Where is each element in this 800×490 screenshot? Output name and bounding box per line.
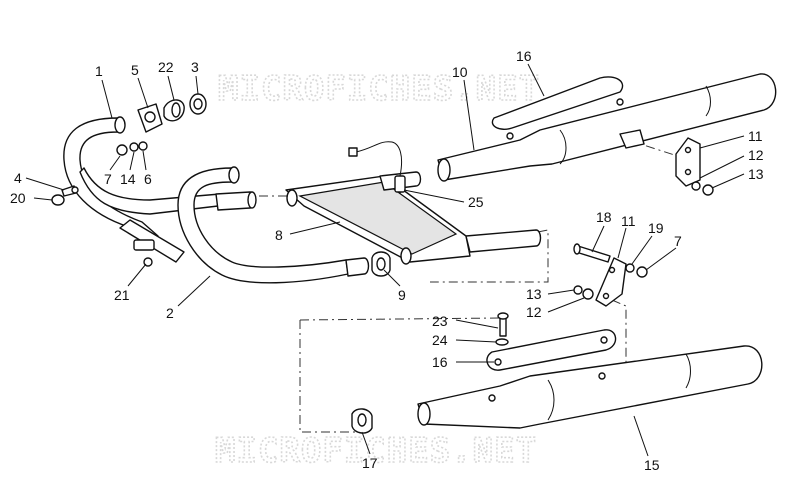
watermark-bottom: MICROFICHES.NET: [215, 431, 537, 471]
silencer-lower-part-15: [417, 345, 763, 429]
callout-1: 1: [95, 63, 103, 79]
washers-parts-13-12-lower: [573, 285, 594, 300]
callout-23: 23: [432, 313, 448, 329]
callout-12-lower: 12: [526, 304, 542, 320]
leader-lines: [25, 63, 745, 457]
callout-9: 9: [398, 287, 406, 303]
callout-5: 5: [131, 62, 139, 78]
bracket-plate-upper-part-16: [491, 76, 624, 140]
clamp-part-21: [133, 239, 155, 267]
callout-6: 6: [144, 171, 152, 187]
callout-11-upper: 11: [748, 128, 763, 144]
callout-21: 21: [114, 287, 130, 303]
washer-part-24: [495, 338, 509, 346]
callout-12-upper: 12: [748, 147, 764, 163]
callout-19: 19: [648, 220, 664, 236]
callout-17: 17: [362, 455, 378, 471]
bolt-part-18: [573, 243, 611, 263]
seal-ring-part-3: [189, 93, 207, 115]
callout-8: 8: [275, 227, 283, 243]
washers-parts-7-14-6: [116, 141, 148, 156]
mounting-bracket-lower-part-11: [595, 257, 627, 307]
mounting-bracket-upper-part-11: [675, 137, 714, 196]
screw-part-23: [497, 312, 509, 337]
washer-part-19: [625, 263, 635, 273]
callout-3: 3: [191, 59, 199, 75]
callout-2: 2: [166, 305, 174, 321]
gasket-part-22: [163, 99, 185, 122]
cap-part-20: [51, 194, 65, 206]
clamp-part-17: [351, 408, 373, 434]
callout-16-lower: 16: [432, 354, 448, 370]
flange-part-5: [137, 103, 163, 133]
crossover-box-part-8: [285, 171, 542, 265]
callout-11-lower: 11: [621, 213, 636, 229]
callout-20: 20: [10, 190, 26, 206]
callout-13-lower: 13: [526, 286, 542, 302]
callout-25: 25: [468, 194, 484, 210]
callout-labels: 1 5 22 3 4 20 7 14 6 21 2 8 9 25 10 16 1…: [10, 48, 764, 473]
watermark-top: MICROFICHES.NET: [218, 69, 540, 109]
clamp-part-9: [371, 251, 391, 277]
callout-18: 18: [596, 209, 612, 225]
callout-10: 10: [452, 64, 468, 80]
callout-22: 22: [158, 59, 174, 75]
callout-16-upper: 16: [516, 48, 532, 64]
lambda-sensor-part-25: [348, 141, 406, 193]
callout-14: 14: [120, 171, 136, 187]
callout-7-left: 7: [104, 171, 112, 187]
callout-7-right: 7: [674, 233, 682, 249]
callout-24: 24: [432, 332, 448, 348]
callout-15: 15: [644, 457, 660, 473]
bracket-plate-lower-part-16: [486, 329, 617, 371]
screw-part-4: [61, 185, 79, 197]
silencer-upper-part-10: [437, 73, 777, 182]
callout-13-upper: 13: [748, 166, 764, 182]
callout-4: 4: [14, 170, 22, 186]
nut-part-7-lower: [636, 266, 648, 278]
